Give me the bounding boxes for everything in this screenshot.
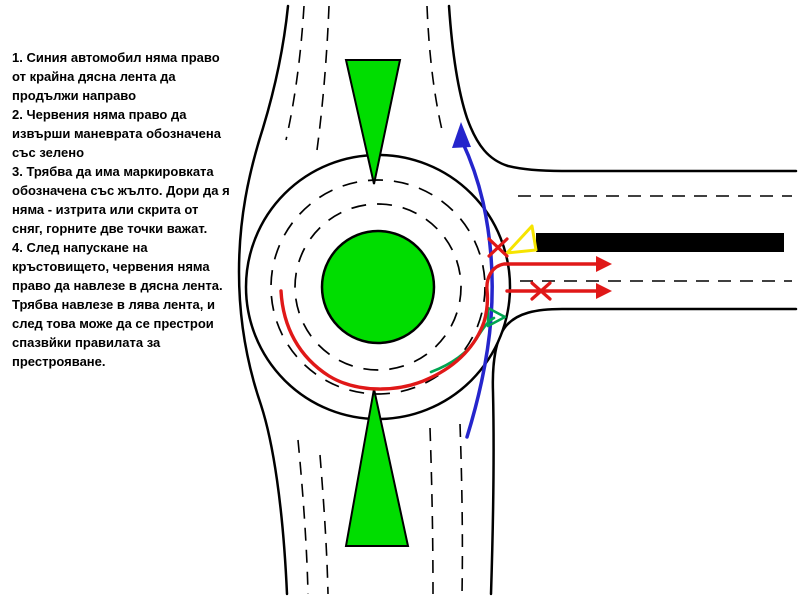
median-island-north <box>344 59 402 185</box>
blue-arrowhead <box>452 122 471 148</box>
lane-line-top-left-2 <box>316 5 330 151</box>
x-mark-on-blue-path <box>487 237 509 258</box>
road-edge-left <box>237 4 290 596</box>
roundabout-lane-circle-outer <box>270 179 486 395</box>
x-mark-on-right-lane <box>530 281 552 301</box>
road-edge-top-right-and-east-top <box>447 4 798 173</box>
red-circulating-arc <box>279 262 600 391</box>
red-arrowhead-left-lane <box>596 256 612 272</box>
lane-line-bottom-left-2 <box>319 454 329 595</box>
annotation-text-block: 1. Синия автомобил няма право от крайна … <box>12 48 230 371</box>
red-car-path-group <box>279 262 600 391</box>
lane-line-top-right <box>426 5 443 131</box>
forbidden-x-marks <box>487 237 552 301</box>
annotation-item-2: 2. Червения няма право да извърши маневр… <box>12 107 221 160</box>
central-island <box>320 229 436 345</box>
annotation-item-4: 4. След напускане на кръстовището, черве… <box>12 240 223 369</box>
lane-line-bottom-right-1 <box>429 427 434 595</box>
blue-car-path <box>460 139 494 439</box>
lane-markings <box>285 5 792 595</box>
annotation-item-3: 3. Трябва да има маркировката обозначена… <box>12 164 230 236</box>
yellow-yield-marking <box>505 224 538 255</box>
east-road-median-bar <box>536 233 784 252</box>
median-island-south <box>344 388 410 547</box>
lane-line-bottom-right-2 <box>459 423 464 595</box>
annotation-item-1: 1. Синия автомобил няма право от крайна … <box>12 50 220 103</box>
road-edge-east-bottom-and-bottom-right <box>489 307 798 596</box>
roundabout-lane-circle-inner <box>294 203 462 371</box>
road-edges <box>237 4 798 596</box>
lane-line-bottom-left-1 <box>297 439 309 595</box>
red-arrowhead-right-lane <box>596 283 612 299</box>
lane-line-top-left-1 <box>285 5 305 141</box>
green-arrowhead <box>486 306 507 328</box>
